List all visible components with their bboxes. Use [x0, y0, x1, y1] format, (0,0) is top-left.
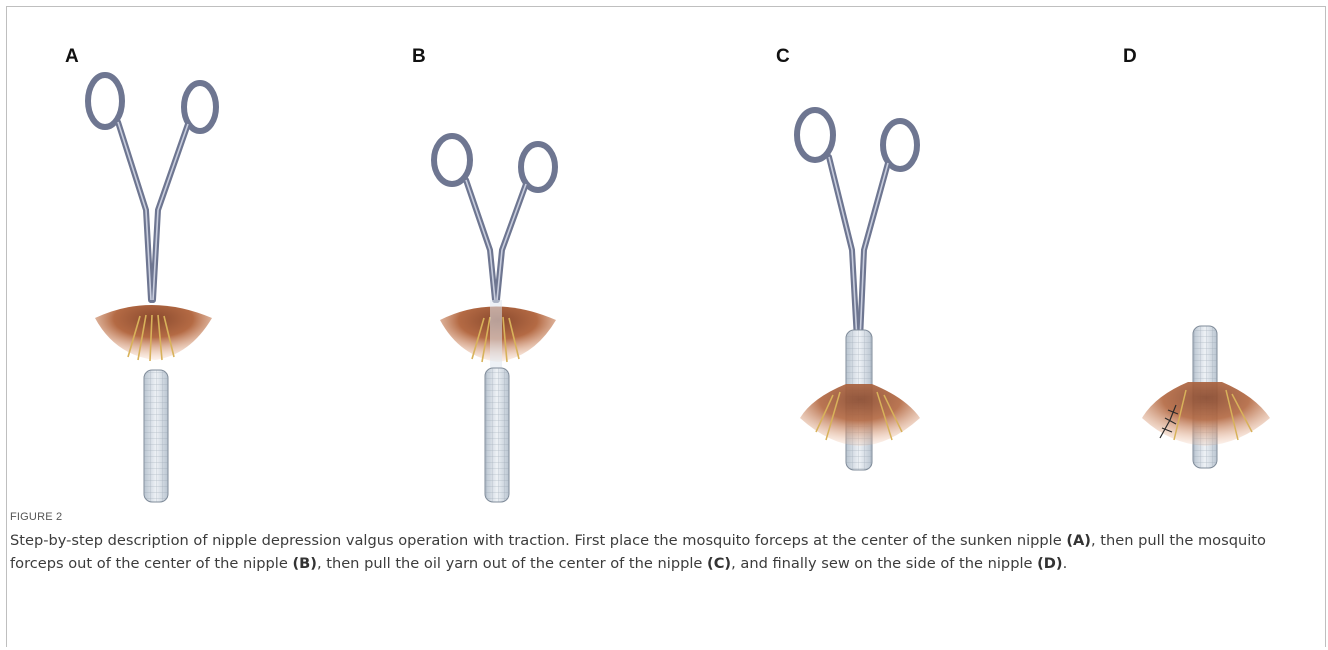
- caption-segment: .: [1063, 555, 1068, 572]
- panel-c-illustration: [797, 110, 920, 470]
- figure-caption: FIGURE 2 Step-by-step description of nip…: [10, 511, 1310, 575]
- forceps-a: [88, 75, 216, 300]
- forceps-c: [797, 110, 917, 340]
- tissue-a: [95, 305, 212, 361]
- panel-label-b: B: [412, 46, 426, 68]
- panel-d-illustration: [1142, 326, 1270, 468]
- forceps-b: [434, 136, 555, 300]
- caption-text: Step-by-step description of nipple depre…: [10, 529, 1310, 575]
- caption-segment: , and finally sew on the side of the nip…: [731, 555, 1037, 572]
- tissue-c: [800, 384, 920, 446]
- panel-label-c: C: [776, 46, 790, 68]
- panel-b-illustration: [434, 136, 556, 502]
- caption-segment: , then pull the oil yarn out of the cent…: [317, 555, 707, 572]
- figure-illustration: [0, 0, 1328, 505]
- gauze-tube-b: [485, 368, 509, 502]
- panel-ref-b: (B): [292, 555, 316, 572]
- caption-segment: Step-by-step description of nipple depre…: [10, 532, 1066, 549]
- gauze-tube-a: [144, 370, 168, 502]
- panel-a-illustration: [88, 75, 216, 502]
- panel-ref-c: (C): [707, 555, 731, 572]
- figure-label: FIGURE 2: [10, 511, 1310, 523]
- panel-label-d: D: [1123, 46, 1137, 68]
- panel-label-a: A: [65, 46, 79, 68]
- panel-ref-a: (A): [1066, 532, 1091, 549]
- panel-ref-d: (D): [1037, 555, 1062, 572]
- tissue-b: [440, 300, 556, 370]
